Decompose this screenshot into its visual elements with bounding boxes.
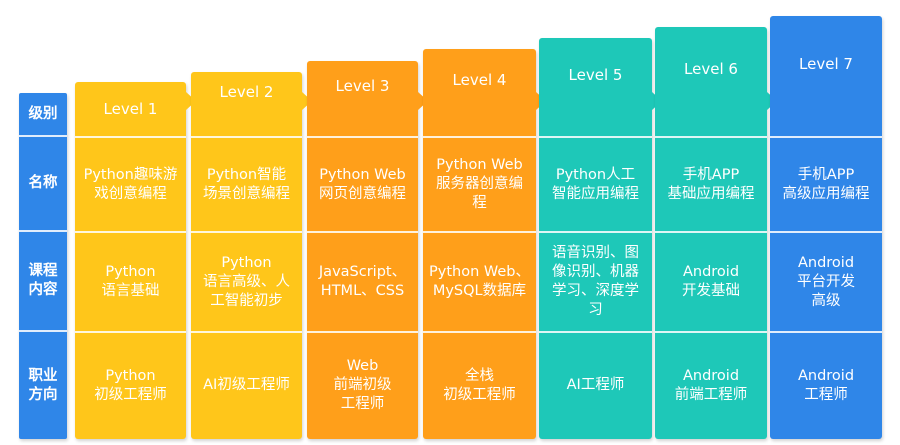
course-name: Python智能 场景创意编程 — [203, 166, 290, 202]
divider — [423, 136, 536, 138]
course-name: Python Web 服务器创意编 程 — [436, 157, 523, 211]
divider — [539, 331, 652, 333]
course-content: Android 平台开发 高级 — [797, 254, 855, 309]
divider — [19, 230, 67, 232]
row-header-level: 级别 — [28, 105, 58, 122]
level-column-2: Level 2 Python智能 场景创意编程 Python 语言高级、人 工智能初… — [191, 72, 302, 439]
divider — [307, 331, 418, 333]
career-direction: Python 初级工程师 — [94, 367, 167, 403]
course-content: Python Web、 MySQL数据库 — [429, 264, 530, 299]
level-label: Level 2 — [219, 82, 274, 101]
level-label: Level 4 — [452, 71, 507, 89]
career-direction: 全栈 初级工程师 — [443, 367, 516, 403]
level-label: Level 6 — [684, 60, 738, 78]
career-direction: Android 前端工程师 — [674, 367, 748, 403]
course-content: Python 语言高级、人 工智能初步 — [203, 254, 290, 309]
level-label: Level 1 — [103, 99, 158, 118]
course-content: Android 开发基础 — [682, 264, 740, 299]
divider — [770, 231, 882, 233]
course-content: JavaScript、 HTML、CSS — [318, 264, 407, 299]
row-header-content: 课程 内容 — [28, 263, 58, 298]
divider — [307, 136, 418, 138]
divider — [423, 231, 536, 233]
divider — [191, 331, 302, 333]
divider — [191, 231, 302, 233]
career-direction: Android 工程师 — [797, 367, 855, 403]
career-direction: Web 前端初级 工程师 — [333, 358, 392, 412]
level-label: Level 7 — [799, 54, 853, 73]
course-name: 手机APP 高级应用编程 — [782, 166, 870, 202]
divider — [423, 331, 536, 333]
level-column-7: Level 7 手机APP 高级应用编程 Android 平台开发 高级 Androi… — [770, 16, 882, 439]
divider — [75, 136, 186, 138]
divider — [19, 135, 67, 137]
row-header-column: 级别 名称 课程 内容 职业 方向 — [19, 93, 67, 439]
divider — [655, 331, 767, 333]
divider — [655, 136, 767, 138]
divider — [307, 231, 418, 233]
course-name: Python趣味游 戏创意编程 — [83, 166, 178, 202]
level-label: Level 5 — [568, 65, 623, 84]
divider — [19, 330, 67, 332]
career-direction: AI初级工程师 — [203, 377, 290, 393]
row-header-career: 职业 方向 — [28, 367, 58, 403]
course-name: 手机APP 基础应用编程 — [667, 166, 755, 202]
divider — [191, 136, 302, 138]
level-column-6: Level 6 手机APP 基础应用编程 Android 开发基础 Android 前… — [655, 27, 767, 439]
divider — [770, 136, 882, 138]
divider — [539, 136, 652, 138]
course-name: Python人工 智能应用编程 — [552, 166, 639, 202]
divider — [75, 231, 186, 233]
course-content: 语音识别、图 像识别、机器 学习、深度学 习 — [552, 245, 639, 318]
course-name: Python Web 网页创意编程 — [319, 166, 406, 202]
course-content: Python 语言基础 — [101, 264, 160, 299]
row-header-name: 名称 — [28, 175, 58, 191]
level-column-4: Level 4 Python Web 服务器创意编 程 Python Web、 My… — [423, 49, 536, 439]
level-label: Level 3 — [335, 77, 390, 95]
level-column-3: Level 3 Python Web 网页创意编程 JavaScript、 HTML… — [307, 61, 418, 439]
level-column-5: Level 5 Python人工 智能应用编程语音识别、图 像识别、机器 学习、深… — [539, 38, 652, 439]
divider — [655, 231, 767, 233]
divider — [539, 231, 652, 233]
divider — [770, 331, 882, 333]
level-column-1: Level 1 Python趣味游 戏创意编程 Python 语言基础 Python … — [75, 82, 186, 439]
divider — [75, 331, 186, 333]
career-direction: AI工程师 — [566, 377, 625, 393]
